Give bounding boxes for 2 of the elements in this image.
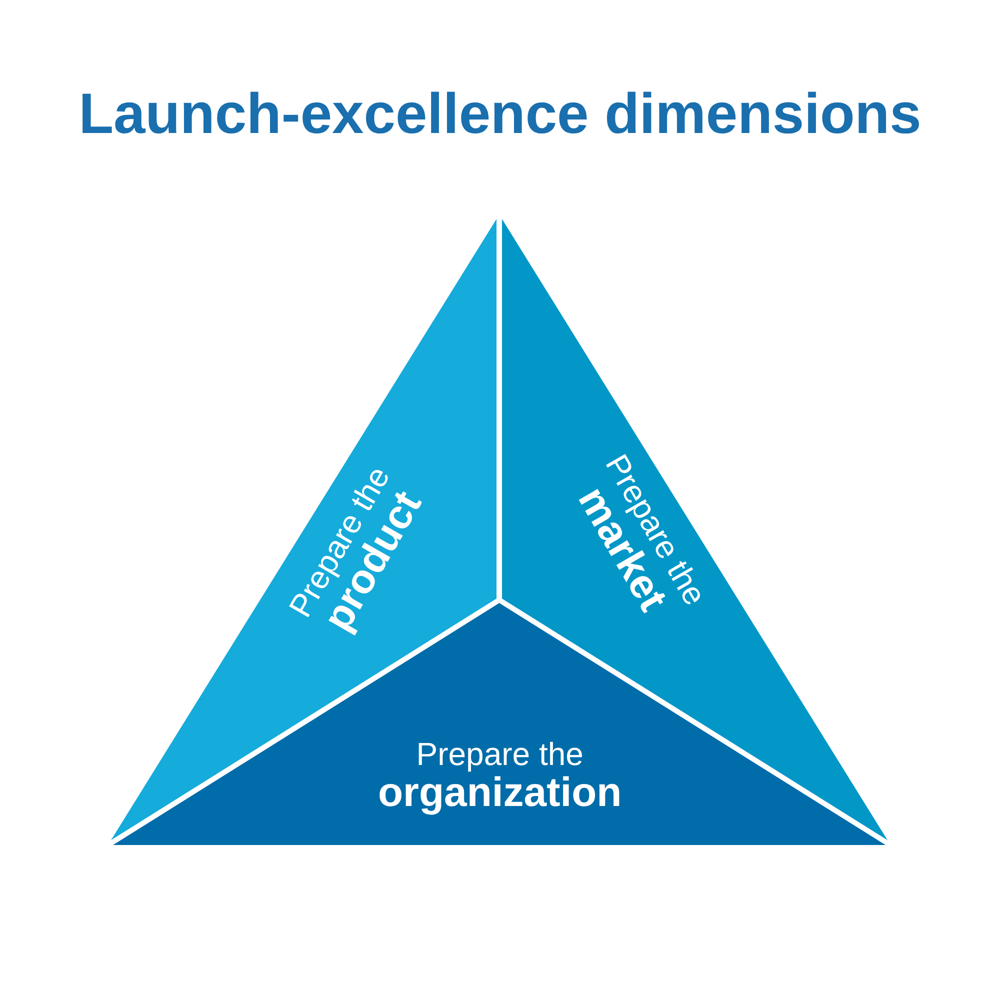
segment-label: Prepare the organization <box>378 738 622 814</box>
diagram-title: Launch-excellence dimensions <box>78 81 922 148</box>
